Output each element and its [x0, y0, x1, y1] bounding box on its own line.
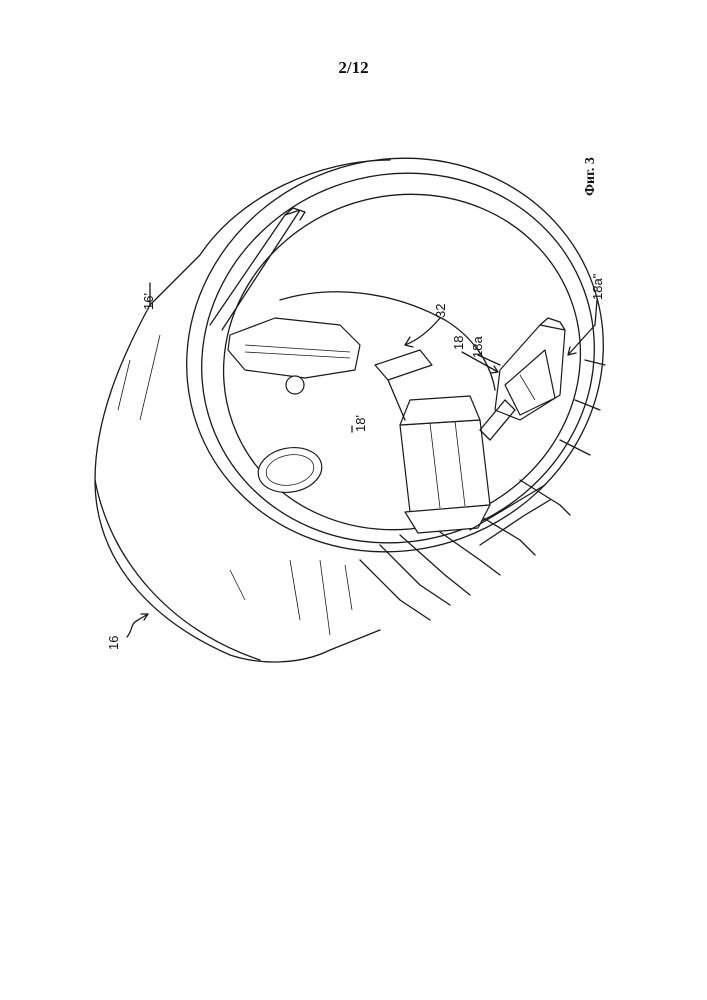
round-hole: [255, 443, 326, 497]
label-18prime: 18': [353, 415, 368, 432]
tongue-plate: [375, 350, 432, 380]
leader-18a2: [568, 300, 597, 355]
label-18a2: 18a": [590, 273, 605, 300]
cylinder-bottom-edge: [95, 480, 260, 660]
label-16: 16: [106, 636, 121, 650]
shading-line: [345, 565, 352, 610]
label-18: 18: [451, 336, 466, 350]
label-32: 32: [433, 304, 448, 318]
shading-line: [290, 560, 300, 620]
upper-strut: [210, 210, 300, 330]
shading-line: [320, 560, 330, 635]
shading-line: [230, 570, 245, 600]
label-16prime: 16': [141, 293, 156, 310]
arc-arrow-32: [405, 318, 440, 345]
leader-16: [127, 614, 148, 637]
figure-caption: Фиг. 3: [583, 157, 598, 196]
label-18a: 18a: [470, 336, 485, 358]
cylinder-top-edge: [150, 160, 390, 305]
small-boss: [286, 376, 304, 394]
central-block: [400, 396, 490, 533]
shading-line: [140, 335, 160, 420]
